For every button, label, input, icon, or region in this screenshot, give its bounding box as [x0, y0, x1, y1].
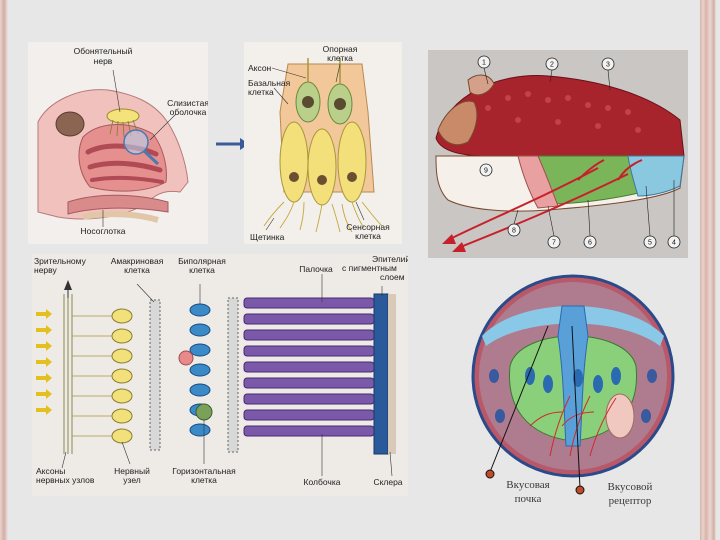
tongue-marker-2: 2	[550, 62, 554, 69]
label-optic-nerve-1: Зрительному	[34, 256, 87, 266]
label-rod: Палочка	[299, 264, 333, 274]
label-sclera: Склера	[373, 477, 402, 487]
label-basal-cell-2: клетка	[248, 87, 274, 97]
label-olfactory-nerve-2: нерв	[94, 56, 113, 66]
label-horizontal-2: клетка	[191, 475, 217, 485]
label-bristles: Щетинка	[250, 232, 285, 242]
tongue-marker-9: 9	[484, 168, 488, 175]
tongue-marker-1: 1	[482, 60, 486, 67]
nose-section-diagram: Обонятельный нерв Слизистая оболочка Нос…	[28, 42, 208, 244]
label-pigment-epithelium-2: с пигментным	[342, 263, 397, 273]
taste-bud-diagram: Вкусовая почка Вкусовой рецептор	[471, 274, 675, 507]
label-optic-nerve-2: нерву	[34, 265, 57, 275]
retina-diagram: Зрительному нерву Амакриновая клетка Бип…	[32, 254, 408, 496]
tongue-marker-3: 3	[606, 62, 610, 69]
label-sensory-cell-2: клетка	[355, 231, 381, 241]
label-mucosa-2: оболочка	[170, 107, 207, 117]
label-olfactory-nerve-1: Обонятельный	[74, 46, 133, 56]
slide-left-border	[0, 0, 10, 540]
label-taste-bud-1: Вкусовая	[506, 479, 549, 491]
label-ganglion-axons-2: нервных узлов	[36, 475, 95, 485]
label-sensory-cell-1: Сенсорная	[346, 222, 390, 232]
label-taste-receptor-1: Вкусовой	[608, 481, 653, 493]
slide-right-border	[694, 0, 720, 540]
label-support-cell-2: клетка	[327, 53, 353, 63]
tongue-marker-8: 8	[512, 228, 516, 235]
label-amacrine-1: Амакриновая	[111, 256, 164, 266]
label-horizontal-1: Горизонтальная	[172, 466, 236, 476]
label-pigment-epithelium-1: Эпителий	[372, 254, 408, 264]
label-cone: Колбочка	[304, 477, 341, 487]
label-ganglion-1: Нервный	[114, 466, 150, 476]
label-taste-receptor-2: рецептор	[609, 495, 652, 507]
label-amacrine-2: клетка	[124, 265, 150, 275]
label-ganglion-axons-1: Аксоны	[36, 466, 65, 476]
label-axon: Аксон	[248, 63, 272, 73]
olfactory-cells-diagram: Аксон Опорная клетка Базальная клетка Ще…	[244, 42, 402, 244]
label-bipolar-1: Биполярная	[178, 256, 226, 266]
tongue-diagram: 1 2 3 4 5 6 7 8 9	[428, 50, 688, 258]
label-support-cell-1: Опорная	[323, 44, 358, 54]
label-basal-cell-1: Базальная	[248, 78, 291, 88]
tongue-marker-7: 7	[552, 240, 556, 247]
tongue-marker-5: 5	[648, 240, 652, 247]
label-taste-bud-2: почка	[515, 493, 542, 505]
label-bipolar-2: клетка	[189, 265, 215, 275]
tongue-marker-4: 4	[672, 240, 676, 247]
label-pigment-epithelium-3: слоем	[380, 272, 405, 282]
label-nasopharynx: Носоглотка	[81, 226, 126, 236]
label-ganglion-2: узел	[123, 475, 140, 485]
tongue-marker-6: 6	[588, 240, 592, 247]
label-mucosa-1: Слизистая	[167, 98, 208, 108]
